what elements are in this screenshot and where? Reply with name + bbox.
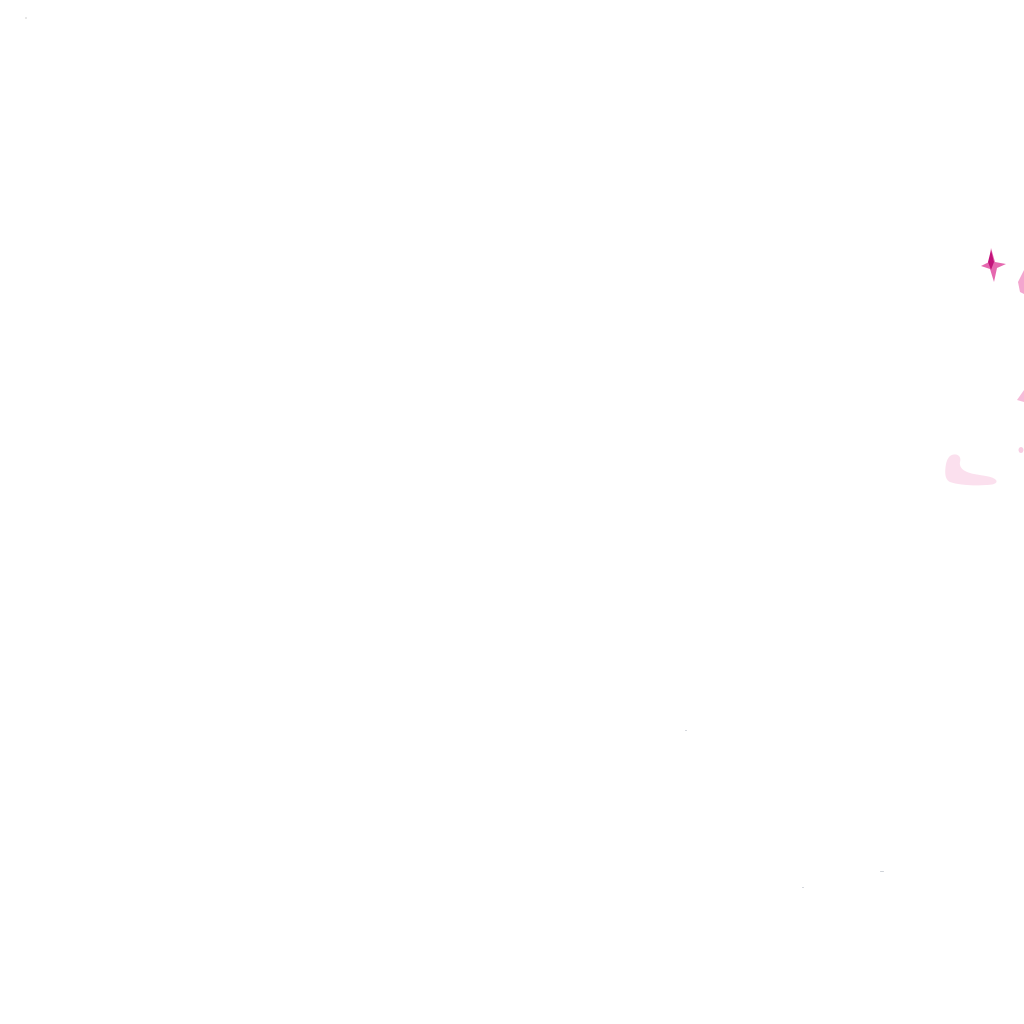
magenta-petal-icon [981,248,1006,282]
pink-edge-dot [1018,447,1024,453]
pink-edge-shape [1018,270,1024,294]
speck-top-left [25,17,27,19]
speck-lower-2 [880,871,884,872]
pink-edge-fragment [1017,390,1024,402]
speck-lower-3 [802,887,804,888]
speck-lower-1 [685,730,687,731]
pale-pink-blob [945,454,997,486]
